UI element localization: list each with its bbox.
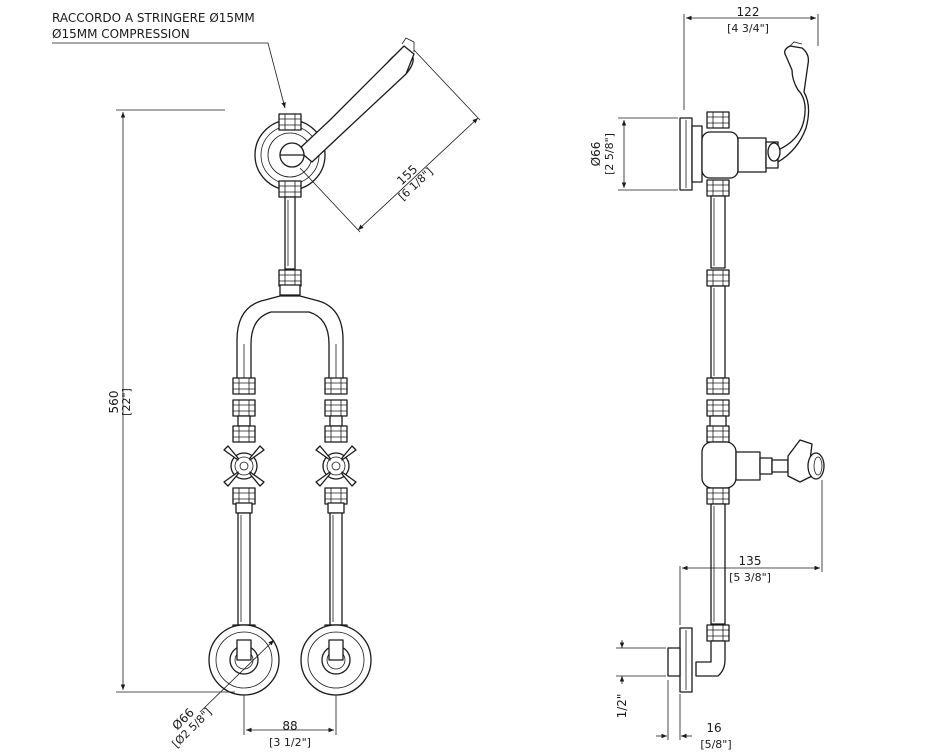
side-lever [777, 45, 810, 163]
height-label-in: [22"] [120, 388, 133, 416]
callout-label-it: RACCORDO A STRINGERE Ø15MM [52, 11, 255, 25]
front-view [52, 37, 481, 735]
offset-label-mm: 16 [706, 721, 721, 735]
side-diverter-body [701, 131, 739, 179]
valve-label-mm: 135 [739, 554, 762, 568]
u-bend-outer [236, 295, 344, 381]
thread-label: 1/2" [615, 694, 629, 719]
valve-label-in: [5 3/8"] [729, 571, 771, 584]
offset-label-in: [5/8"] [700, 738, 731, 751]
lever-handle [297, 50, 414, 163]
side-valve-body [701, 441, 737, 489]
height-label-mm: 560 [107, 391, 121, 414]
flange-dia-leader [199, 639, 275, 713]
left-branch [208, 377, 280, 696]
lever-dimension [357, 117, 479, 231]
depth-label-mm: 122 [737, 5, 760, 19]
side-dia-label-mm: Ø66 [589, 142, 603, 167]
side-elbow [695, 640, 726, 677]
u-bend-inner [250, 311, 330, 381]
side-view [616, 14, 825, 740]
callout-label-en: Ø15MM COMPRESSION [52, 27, 190, 41]
spacing-label-mm: 88 [282, 719, 297, 733]
side-dia-label-in: [2 5/8"] [603, 133, 616, 175]
depth-label-in: [4 3/4"] [727, 22, 769, 35]
right-branch [300, 377, 372, 696]
callout-leader [52, 42, 286, 109]
spacing-label-in: [3 1/2"] [269, 736, 311, 749]
